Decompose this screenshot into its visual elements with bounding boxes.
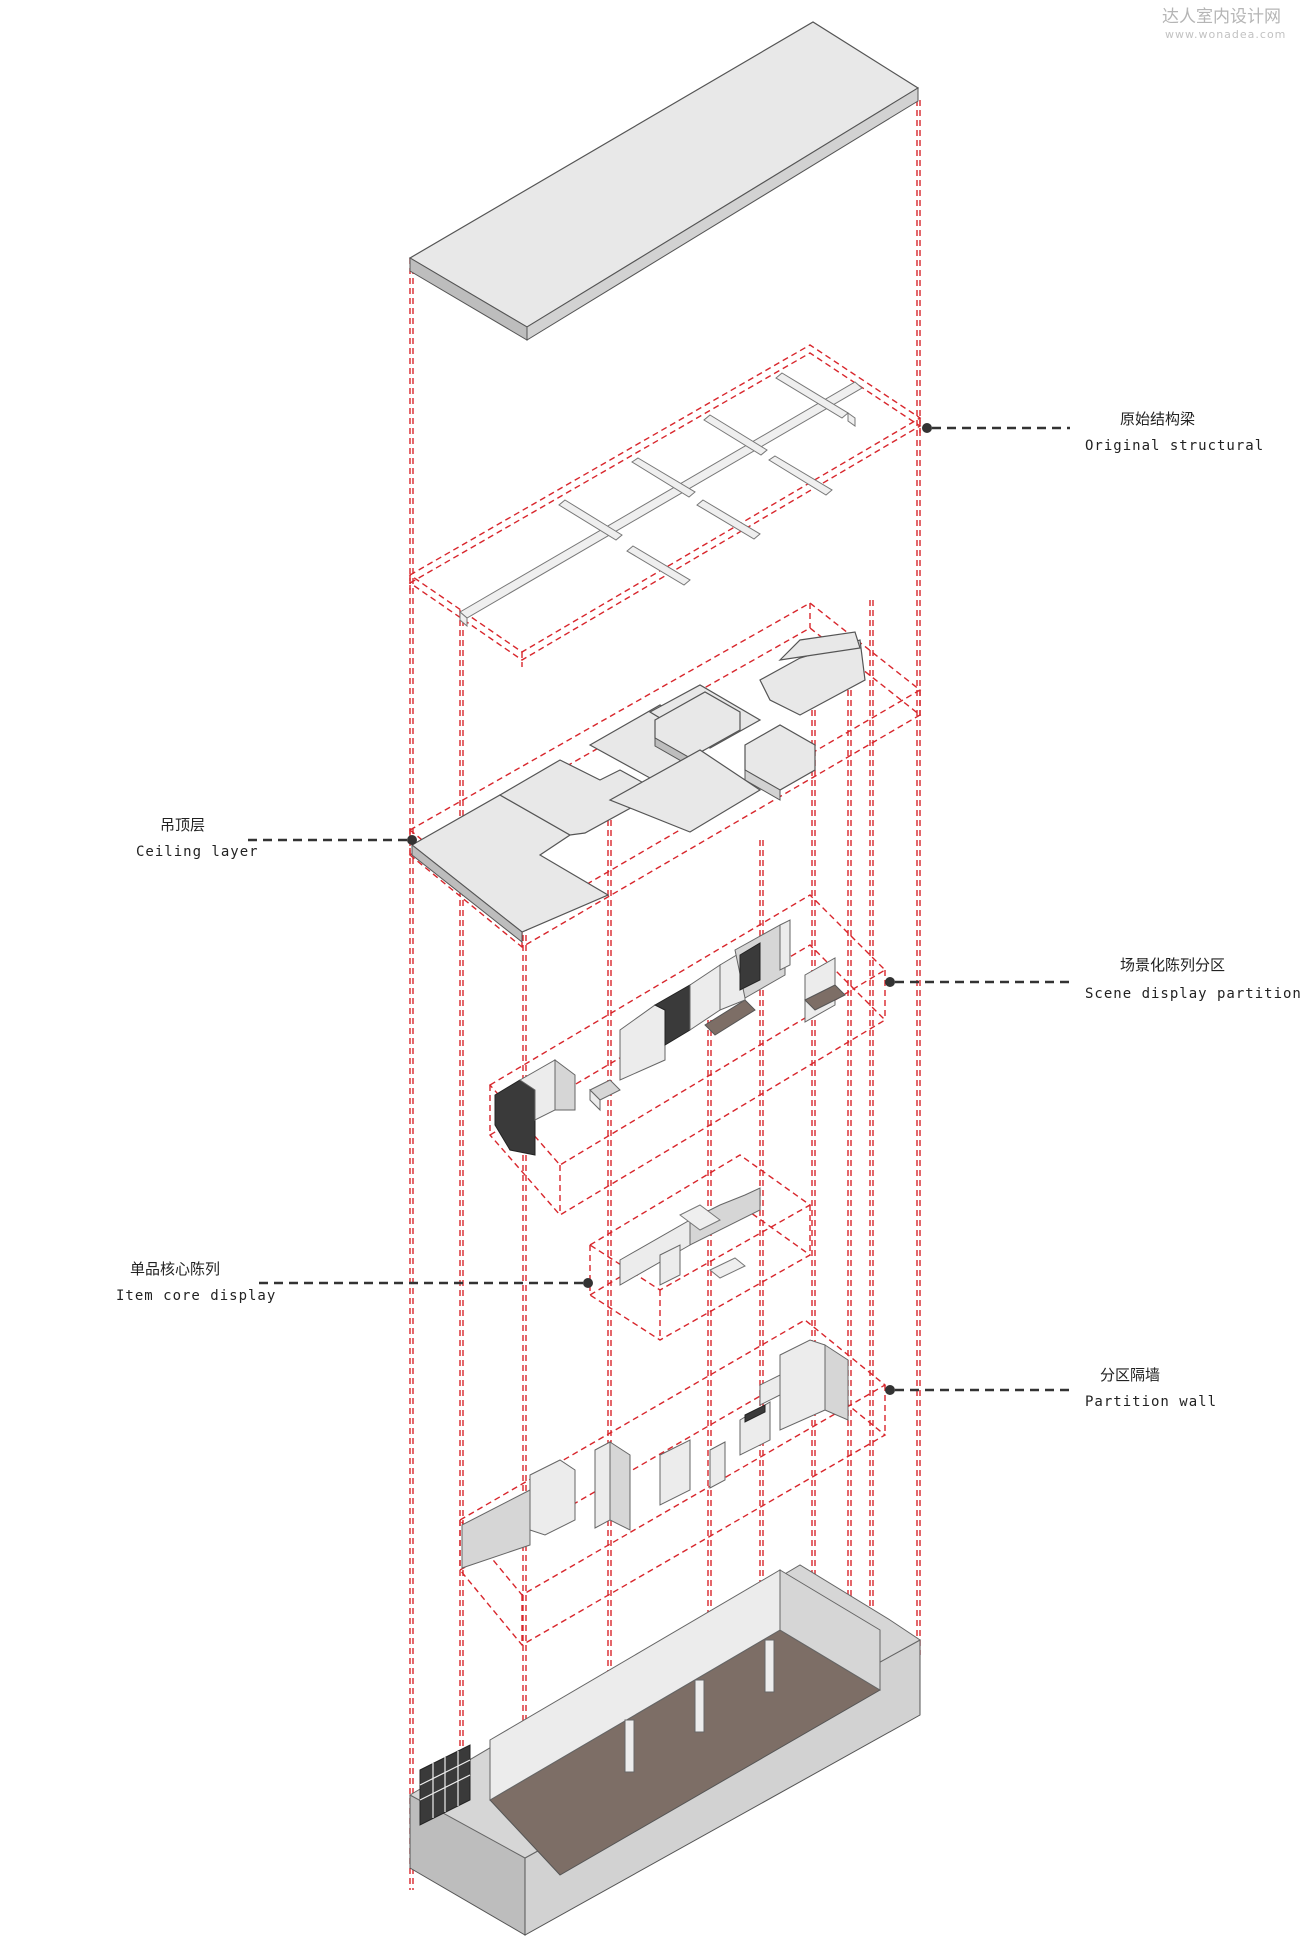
display-wall	[619, 1004, 666, 1081]
display-wall	[519, 1059, 556, 1121]
column	[624, 1719, 635, 1773]
label-core: 单品核心陈列 Item core display	[116, 1260, 593, 1304]
scene-floor	[704, 999, 756, 1036]
partition-wall	[609, 1441, 631, 1531]
structural-beam-layer	[408, 344, 922, 667]
cross-beam	[626, 545, 691, 586]
ceiling-layer	[408, 602, 922, 948]
cross-beam	[631, 457, 696, 498]
leader-dot	[407, 835, 417, 845]
core-display-table	[709, 1257, 746, 1279]
core-display-unit	[689, 1187, 761, 1246]
scene-frame-top	[488, 894, 887, 1166]
window-transom	[419, 1759, 471, 1786]
label-partition-cn: 分区隔墙	[1100, 1366, 1160, 1384]
label-ceiling-cn: 吊顶层	[160, 816, 205, 834]
scene-frame-bottom	[488, 944, 887, 1216]
label-ceiling-en: Ceiling layer	[136, 844, 259, 860]
cross-beam-end	[847, 412, 856, 427]
leader-dot	[885, 1385, 895, 1395]
column	[764, 1639, 775, 1693]
partition-wall	[659, 1439, 691, 1506]
label-ceiling: 吊顶层 Ceiling layer	[136, 816, 417, 860]
label-scene: 场景化陈列分区 Scene display partition	[885, 956, 1300, 1002]
partition-opening	[744, 1404, 766, 1423]
watermark-en: www.wonadea.com	[1165, 28, 1286, 41]
scene-floor	[804, 984, 846, 1011]
ceiling-panel	[498, 759, 662, 836]
cross-beam	[703, 414, 768, 456]
ceiling-panel-edge	[744, 769, 781, 801]
cross-beam	[696, 499, 761, 540]
label-core-en: Item core display	[116, 1288, 276, 1304]
partition-wall	[824, 1344, 849, 1421]
leader-dot	[885, 977, 895, 987]
label-core-cn: 单品核心陈列	[130, 1260, 220, 1278]
ceiling-panel	[608, 749, 762, 833]
column	[694, 1679, 705, 1733]
beam-frame-top-inner	[408, 352, 922, 661]
dark-shelf	[739, 942, 761, 991]
leader-dot	[922, 423, 932, 433]
scene-display-layer	[488, 894, 887, 1216]
dark-display-cabinet	[494, 1079, 536, 1156]
core-display-unit	[659, 1244, 681, 1286]
core-frame-bottom	[588, 1204, 812, 1341]
base-floor-layer	[408, 1564, 921, 1936]
display-wall	[554, 1059, 576, 1111]
cross-beam	[768, 455, 833, 496]
partition-wall	[759, 1374, 781, 1406]
roof-slab	[408, 21, 920, 341]
display-wall	[779, 919, 791, 971]
watermark: 达人室内设计网 www.wonadea.com	[1162, 7, 1286, 41]
label-partition: 分区隔墙 Partition wall	[885, 1366, 1217, 1410]
label-beams: 原始结构梁 Original structural	[922, 410, 1264, 454]
cross-beam	[775, 372, 849, 419]
partition-wall	[594, 1441, 611, 1529]
label-beams-en: Original structural	[1085, 438, 1264, 454]
partition-wall-layer	[458, 1319, 887, 1646]
watermark-cn: 达人室内设计网	[1162, 7, 1281, 27]
main-beam	[459, 381, 863, 619]
side-shell-wall	[779, 1569, 881, 1691]
window-transom	[419, 1774, 471, 1801]
partition-wall	[709, 1441, 726, 1489]
label-scene-en: Scene display partition	[1085, 986, 1300, 1002]
ceiling-panel	[759, 639, 866, 716]
roof-slab-top	[408, 21, 920, 328]
core-display-layer	[588, 1154, 812, 1341]
label-partition-en: Partition wall	[1085, 1394, 1217, 1410]
leader-dot	[583, 1278, 593, 1288]
ceiling-panel	[778, 631, 861, 661]
partition-wall	[529, 1459, 576, 1536]
partition-frame-bottom	[458, 1369, 887, 1646]
cross-beam	[558, 499, 623, 541]
core-display-top	[679, 1204, 721, 1231]
ceiling-panel-edge	[411, 843, 523, 944]
display-table-edge	[589, 1088, 601, 1112]
main-beam-end	[459, 610, 468, 628]
label-beams-cn: 原始结构梁	[1120, 410, 1195, 428]
roof-slab-side	[526, 87, 919, 341]
partition-wall	[461, 1489, 531, 1569]
label-scene-cn: 场景化陈列分区	[1120, 956, 1225, 974]
dark-shelf	[653, 984, 691, 1046]
partition-wall	[779, 1339, 826, 1431]
